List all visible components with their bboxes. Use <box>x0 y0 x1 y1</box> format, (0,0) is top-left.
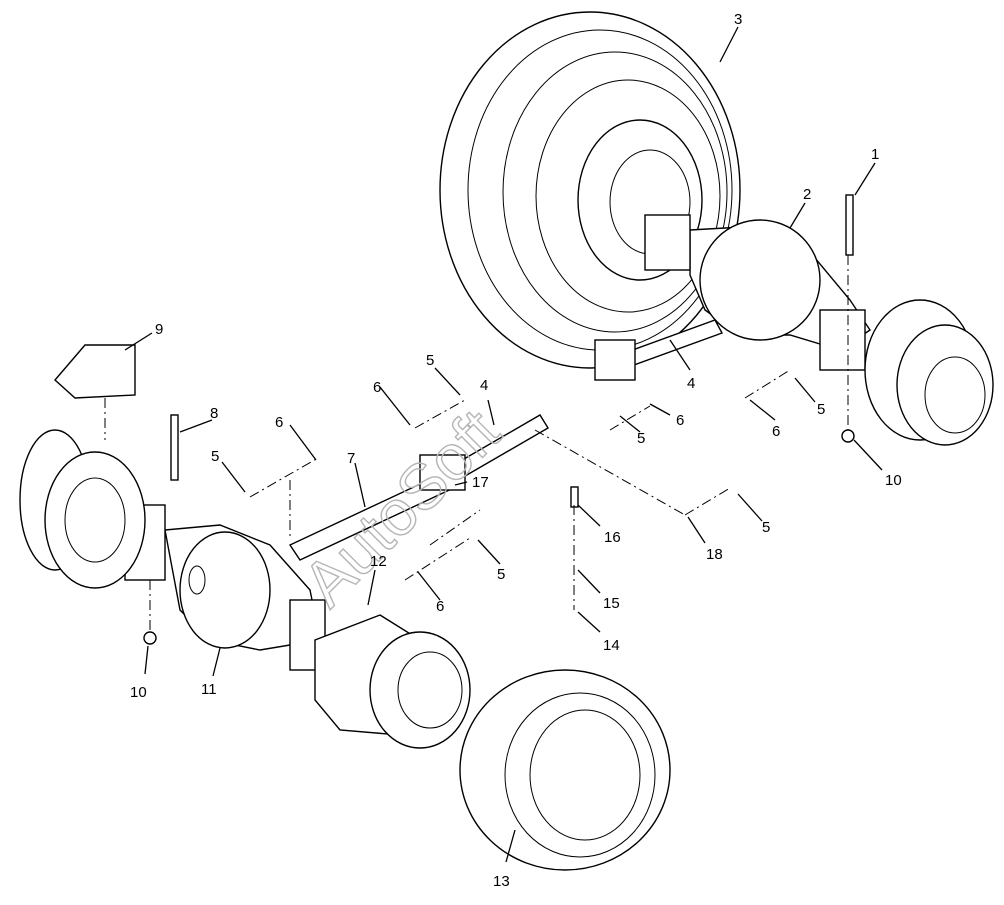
leader-lines <box>124 26 883 863</box>
callout-11: 11 <box>201 681 217 698</box>
callout-14: 14 <box>603 637 620 654</box>
guard <box>54 344 136 399</box>
callout-4: 4 <box>480 377 488 394</box>
fasteners <box>143 194 855 645</box>
callout-10a: 10 <box>130 684 147 701</box>
callout-10b: 10 <box>885 472 902 489</box>
callout-3: 3 <box>734 11 742 28</box>
callout-6d: 6 <box>676 412 684 429</box>
callout-6e: 6 <box>772 423 780 440</box>
callout-15: 15 <box>603 595 620 612</box>
callout-9: 9 <box>155 321 163 338</box>
callout-2: 2 <box>803 186 811 203</box>
callout-16: 16 <box>604 529 621 546</box>
front-axle-housing <box>124 504 326 671</box>
callout-5a: 5 <box>426 352 434 369</box>
callout-5c: 5 <box>211 448 219 465</box>
callout-17: 17 <box>472 474 489 491</box>
callout-7: 7 <box>347 450 355 467</box>
callout-18: 18 <box>706 546 723 563</box>
callout-6a: 6 <box>373 379 381 396</box>
rear-right-hub <box>864 299 994 446</box>
callouts: 1 2 3 4 4 5 5 5 5 5 5 6 6 6 6 6 7 8 9 10… <box>130 11 902 890</box>
rear-axle-housing <box>644 214 871 371</box>
wheel-rim <box>459 669 671 871</box>
front-left-hub <box>19 429 146 589</box>
watermark: AutoSoft <box>289 395 514 620</box>
front-right-hub <box>314 614 471 749</box>
callout-5b: 5 <box>817 401 825 418</box>
callout-1: 1 <box>871 146 879 163</box>
callout-4b: 4 <box>687 375 695 392</box>
tire <box>439 11 741 369</box>
callout-5e: 5 <box>637 430 645 447</box>
center-lines <box>104 255 849 630</box>
callout-5d: 5 <box>497 566 505 583</box>
callout-12: 12 <box>370 553 387 570</box>
callout-6b: 6 <box>275 414 283 431</box>
callout-6c: 6 <box>436 598 444 615</box>
callout-5f: 5 <box>762 519 770 536</box>
callout-13: 13 <box>493 873 510 890</box>
drive-shafts <box>288 319 724 561</box>
callout-8: 8 <box>210 405 218 422</box>
